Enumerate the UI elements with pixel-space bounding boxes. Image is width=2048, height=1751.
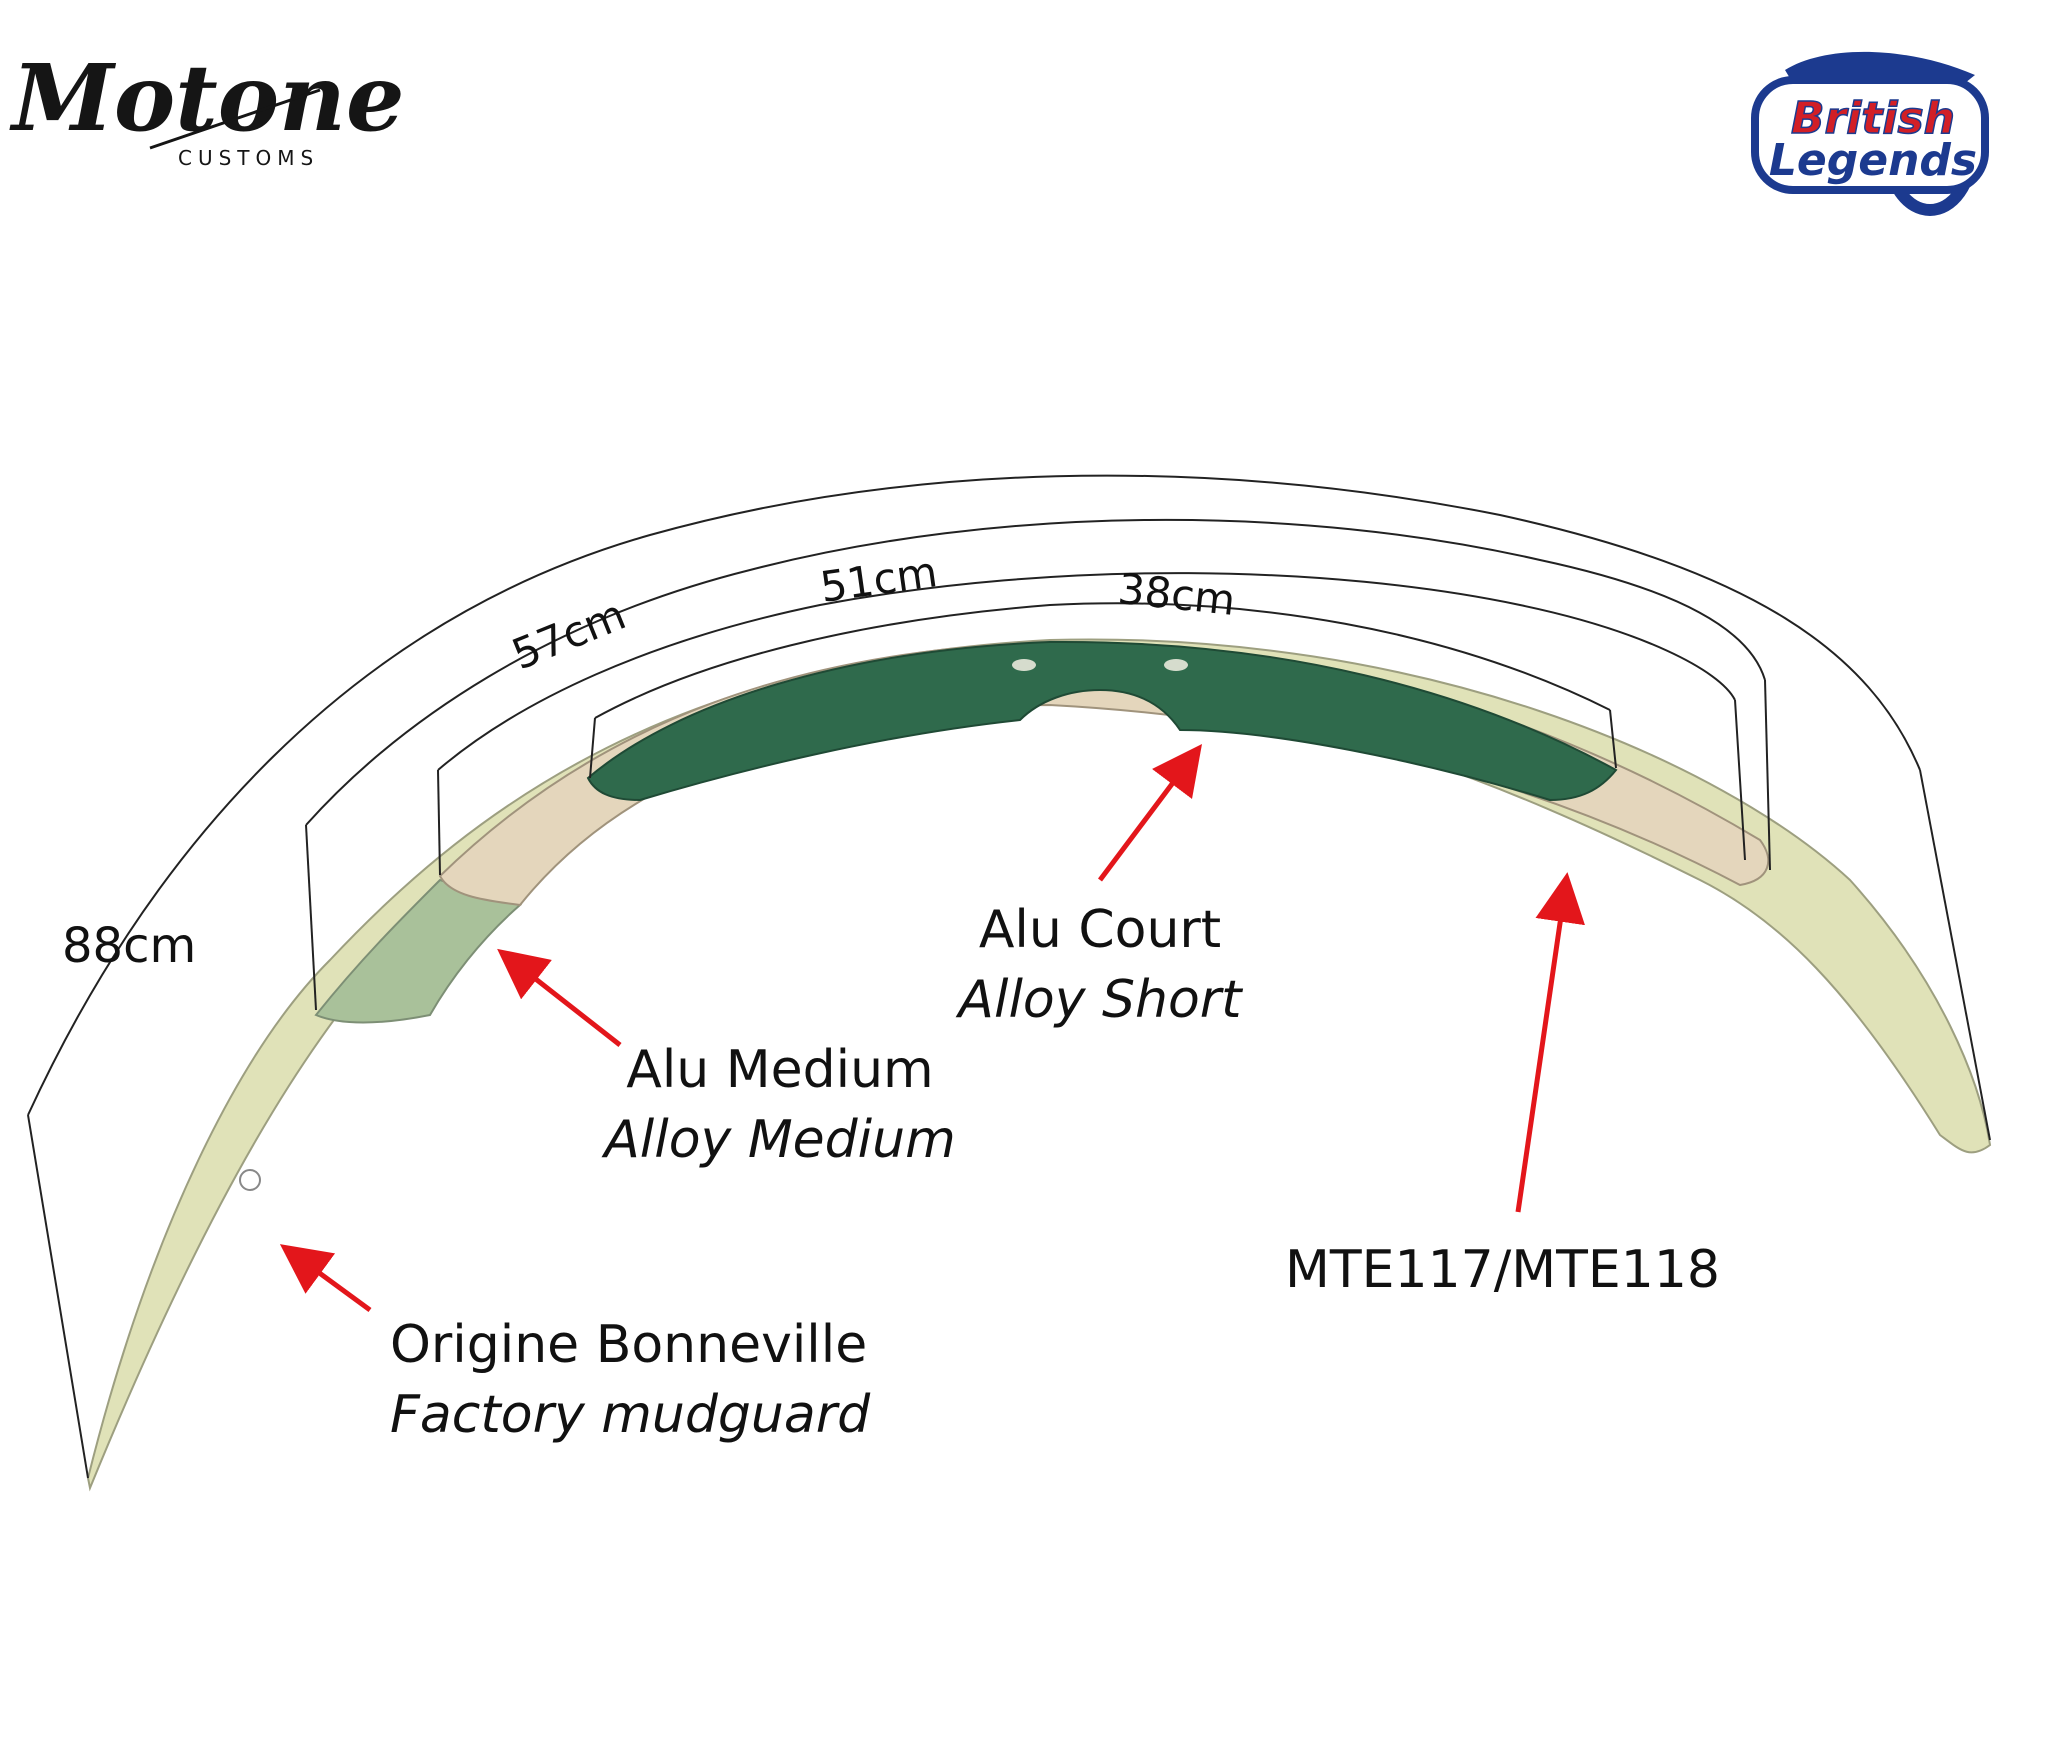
label-factory-fr: Origine Bonneville [390,1315,868,1375]
motone-swash [149,88,321,150]
british-legends-logo: British Legends [1751,51,1989,216]
label-part-number: MTE117/MTE118 [1285,1240,1720,1300]
ext-38-left [589,717,596,779]
motone-subtitle: CUSTOMS [178,146,319,170]
dim-line-88 [27,474,1921,1116]
label-alloy-medium: Alu Medium Alloy Medium [590,1035,970,1175]
ext-51-left [437,769,441,876]
label-factory: Origine Bonneville Factory mudguard [390,1310,890,1450]
arrow-short [1098,744,1202,882]
label-alloy-medium-fr: Alu Medium [626,1040,934,1100]
dim-line-51 [437,572,1736,771]
dim-label-88: 88cm [62,918,197,974]
logo-badge [1751,76,1989,194]
arrow-part-number [1515,872,1585,1213]
label-alloy-medium-en: Alloy Medium [604,1110,956,1170]
motone-logo: Motone CUSTOMS [9,44,404,170]
dim-line-38 [594,602,1611,719]
ext-51-right [1734,699,1746,861]
ext-88-right [1919,769,1991,1141]
short-hole-2 [1164,659,1188,671]
short-hole-1 [1012,659,1036,671]
logo-legends: Legends [1769,135,1977,186]
arrow-medium [497,948,622,1047]
factory-hole [239,1169,261,1191]
dim-line-57 [305,518,1766,826]
short-mudguard [586,640,1618,802]
ext-38-right [1609,709,1617,769]
factory-mudguard [86,638,1992,1492]
ext-57-right [1764,679,1771,871]
label-alloy-short-fr: Alu Court [978,900,1222,960]
motone-wordmark: Motone [9,44,404,152]
arrow-factory [279,1244,372,1313]
logo-british: British [1791,93,1955,144]
ext-57-left [305,824,317,1011]
label-alloy-short: Alu Court Alloy Short [950,895,1250,1035]
label-factory-en: Factory mudguard [390,1385,871,1445]
ext-88-left [27,1114,89,1479]
label-alloy-short-en: Alloy Short [958,970,1242,1030]
medium-mudguard-left [314,878,523,1024]
